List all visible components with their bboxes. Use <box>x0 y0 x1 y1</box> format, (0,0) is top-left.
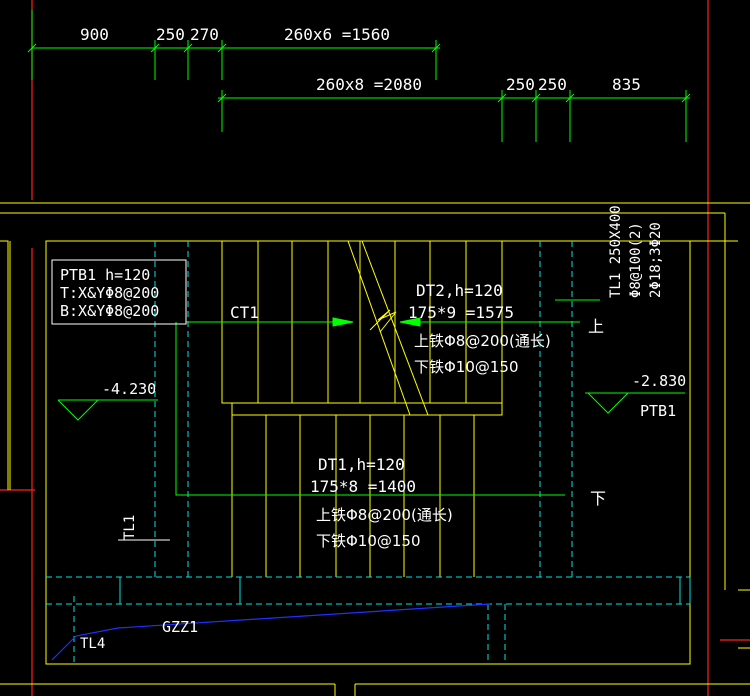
dim-900: 900 <box>80 25 109 44</box>
dim-835: 835 <box>612 75 641 94</box>
tl1-vert-line3: 2Φ18;3Φ20 <box>648 222 664 298</box>
ptb1-right-label: PTB1 <box>640 402 676 420</box>
ct1-label: CT1 <box>230 303 259 322</box>
dim-270: 270 <box>190 25 219 44</box>
dt1-line2: 175*8 =1400 <box>310 477 416 496</box>
ptb1-label-box <box>51 259 187 325</box>
tl1-vert-line2: Φ8@100(2) <box>628 222 644 298</box>
dt1-line4: 下铁Φ10@150 <box>316 532 421 550</box>
beam-lines <box>119 577 691 604</box>
dt2-line2: 175*9 =1575 <box>408 303 514 322</box>
dt2-line4: 下铁Φ10@150 <box>414 358 519 376</box>
dim-250-b: 250 <box>506 75 535 94</box>
gzz1-line <box>51 603 491 661</box>
tl1-vertical-texts: TL1 250X400 Φ8@100(2) 2Φ18;3Φ20 <box>608 205 664 298</box>
dim-250-c: 250 <box>538 75 567 94</box>
dim-2080: 260x8 =2080 <box>316 75 422 94</box>
hidden-lines <box>46 241 690 664</box>
up-label: 上 <box>588 317 604 336</box>
elevation-right: -2.830 <box>632 372 686 390</box>
direction-arrows <box>175 299 600 496</box>
ptb1-line3: B:X&YΦ8@200 <box>60 302 159 320</box>
dt1-texts: DT1,h=120 175*8 =1400 上铁Φ8@200(通长) 下铁Φ10… <box>310 455 453 550</box>
down-label: 下 <box>590 489 606 508</box>
ptb1-texts: PTB1 h=120 T:X&YΦ8@200 B:X&YΦ8@200 <box>60 266 159 320</box>
break-line-symbol <box>369 309 397 333</box>
tl1-side-label: TL1 <box>122 515 138 540</box>
dt1-line1: DT1,h=120 <box>318 455 405 474</box>
dt2-line3: 上铁Φ8@200(通长) <box>414 332 551 350</box>
stair-lower-flight <box>231 402 503 577</box>
elevation-left-symbol <box>57 399 158 421</box>
dt1-line3: 上铁Φ8@200(通长) <box>316 506 453 524</box>
elevation-left: -4.230 <box>102 380 156 398</box>
dimension-texts: 900 250 270 260x6 =1560 260x8 =2080 250 … <box>80 25 641 94</box>
elevation-right-symbol <box>585 392 685 414</box>
dimension-lines <box>27 10 691 142</box>
dim-1560: 260x6 =1560 <box>284 25 390 44</box>
gzz1-label: GZZ1 <box>162 618 198 636</box>
wall-outline <box>0 202 750 696</box>
dt2-line1: DT2,h=120 <box>416 281 503 300</box>
ptb1-line2: T:X&YΦ8@200 <box>60 284 159 302</box>
tl4-label: TL4 <box>80 636 105 652</box>
dt2-texts: DT2,h=120 175*9 =1575 上铁Φ8@200(通长) 下铁Φ10… <box>408 281 551 376</box>
stair-upper-flight <box>221 240 503 416</box>
dim-250-a: 250 <box>156 25 185 44</box>
tl1-vert-line1: TL1 250X400 <box>608 205 624 298</box>
ptb1-line1: PTB1 h=120 <box>60 266 150 284</box>
